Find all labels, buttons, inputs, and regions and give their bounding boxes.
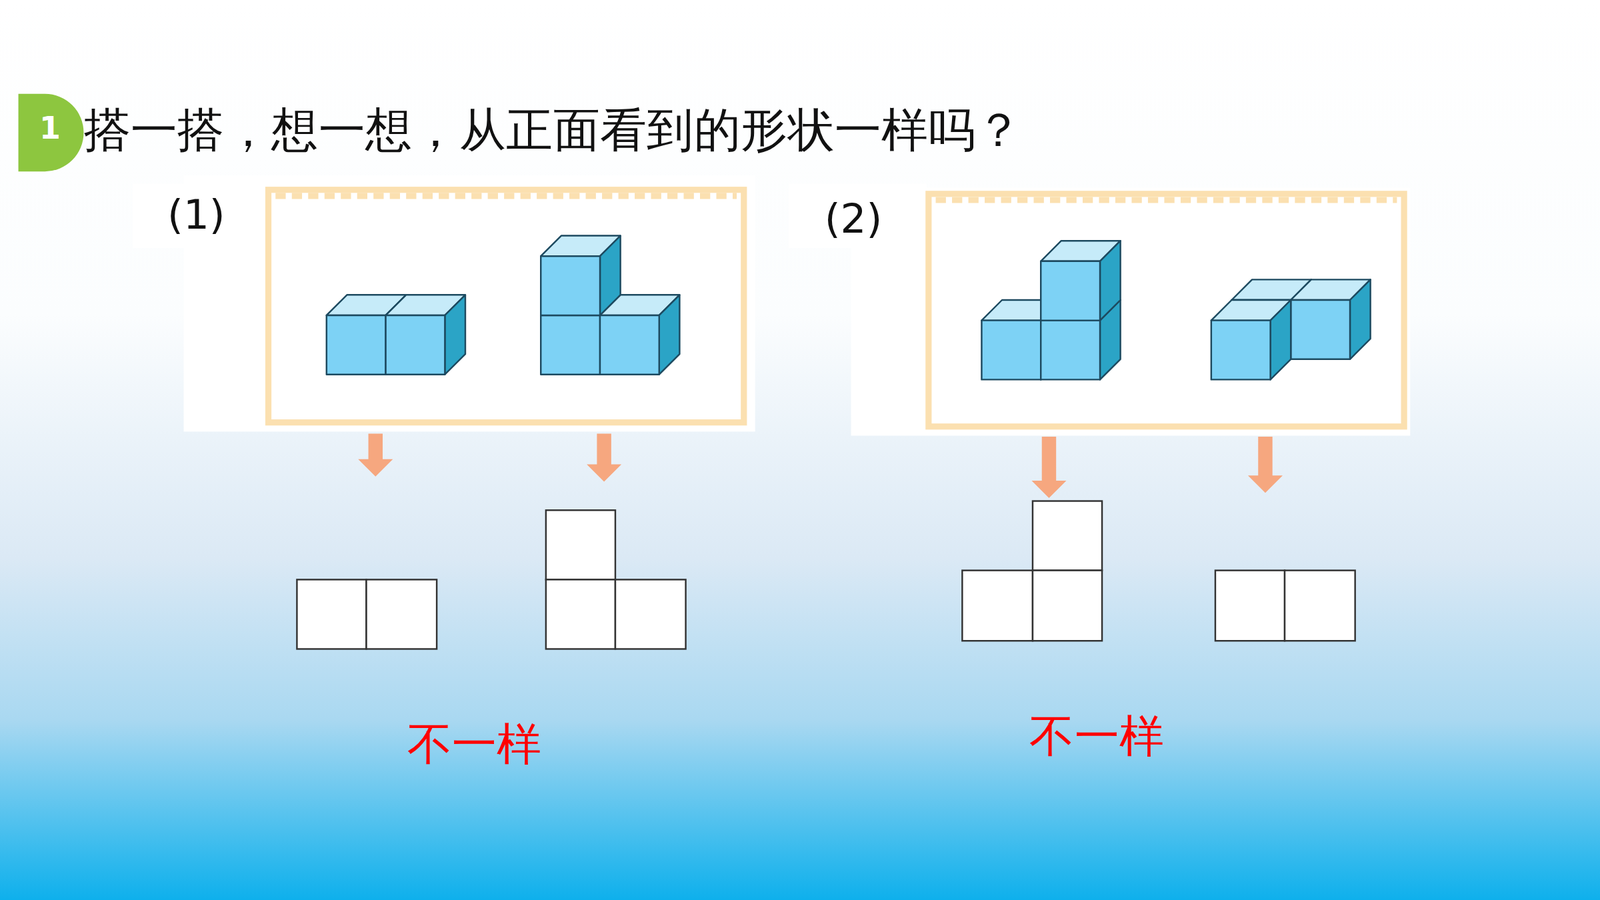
cube-face bbox=[1040, 261, 1100, 321]
cube-face bbox=[1211, 320, 1271, 380]
cube-face bbox=[981, 320, 1041, 380]
cube-face bbox=[600, 315, 660, 375]
panel-number: (2) bbox=[824, 194, 883, 243]
panel bbox=[851, 188, 1411, 436]
panel bbox=[184, 175, 756, 432]
cube-face bbox=[540, 256, 600, 316]
panel-number: (1) bbox=[167, 190, 226, 239]
cube-face bbox=[540, 315, 600, 375]
cube-face bbox=[386, 315, 446, 375]
cube-face bbox=[326, 315, 386, 375]
number-badge bbox=[18, 94, 84, 172]
panel-frame bbox=[268, 190, 744, 423]
cube-face bbox=[1350, 279, 1371, 359]
answer: 不一样 bbox=[1029, 709, 1164, 764]
frame-decoration bbox=[275, 192, 737, 199]
cube-face bbox=[1040, 320, 1100, 380]
cube-face bbox=[1270, 300, 1292, 380]
title: 搭一搭，想一想，从正面看到的形状一样吗？ bbox=[84, 102, 1023, 158]
answer: 不一样 bbox=[407, 717, 542, 772]
cube-face bbox=[444, 294, 466, 374]
panel-frame bbox=[928, 194, 1404, 427]
cube-face bbox=[600, 236, 621, 316]
down-arrow bbox=[358, 434, 1283, 498]
cube-face bbox=[659, 294, 680, 374]
badge-number: 1 bbox=[36, 110, 64, 147]
cube-face bbox=[1290, 300, 1350, 360]
frame-decoration bbox=[936, 196, 1398, 203]
cube-face bbox=[1100, 240, 1121, 320]
front-view bbox=[296, 501, 1355, 650]
